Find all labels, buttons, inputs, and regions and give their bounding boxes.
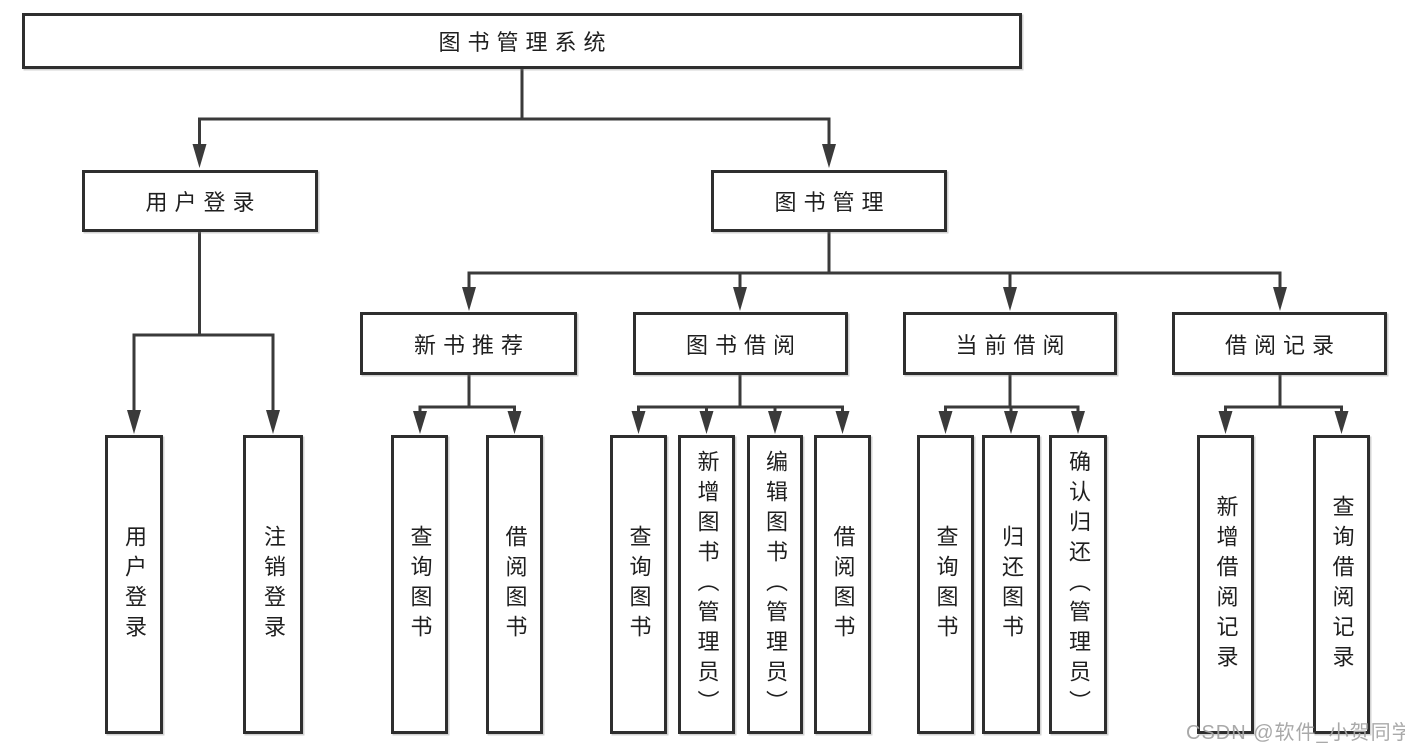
leaf-current-confirm-return-admin: 确认归还（管理员） [1049, 435, 1107, 734]
leaf-current-query-book: 查询图书 [917, 435, 974, 734]
node-user-login: 用户登录 [82, 170, 318, 232]
node-current-borrow: 当前借阅 [903, 312, 1117, 375]
leaf-borrow-query-book: 查询图书 [610, 435, 667, 734]
edges-root-to-level2 [192, 69, 836, 168]
edges-records-to-leaves [1218, 375, 1349, 434]
edges-borrow-to-leaves [631, 375, 850, 434]
node-book-borrow: 图书借阅 [633, 312, 848, 375]
csdn-watermark: CSDN @软件_小贺同学 [1186, 722, 1405, 744]
leaf-borrow-edit-book-admin: 编辑图书（管理员） [747, 435, 803, 734]
leaf-logout-login: 注销登录 [243, 435, 303, 734]
leaf-user-login: 用户登录 [105, 435, 163, 734]
node-book-management: 图书管理 [711, 170, 947, 232]
leaf-current-return-book: 归还图书 [982, 435, 1040, 734]
leaf-recommend-borrow-book: 借阅图书 [486, 435, 543, 734]
edges-recommend-to-leaves [413, 375, 522, 434]
edges-current-to-leaves [938, 375, 1085, 434]
leaf-borrow-add-book-admin: 新增图书（管理员） [678, 435, 735, 734]
node-borrow-records: 借阅记录 [1172, 312, 1387, 375]
leaf-borrow-borrow-book: 借阅图书 [814, 435, 871, 734]
leaf-records-query-borrow-record: 查询借阅记录 [1313, 435, 1370, 734]
node-new-book-recommend: 新书推荐 [360, 312, 577, 375]
leaf-recommend-query-book: 查询图书 [391, 435, 448, 734]
edges-management-to-level3 [462, 232, 1287, 311]
leaf-records-add-borrow-record: 新增借阅记录 [1197, 435, 1254, 734]
edges-login-to-leaves [127, 232, 280, 434]
node-root-system: 图书管理系统 [22, 13, 1022, 69]
